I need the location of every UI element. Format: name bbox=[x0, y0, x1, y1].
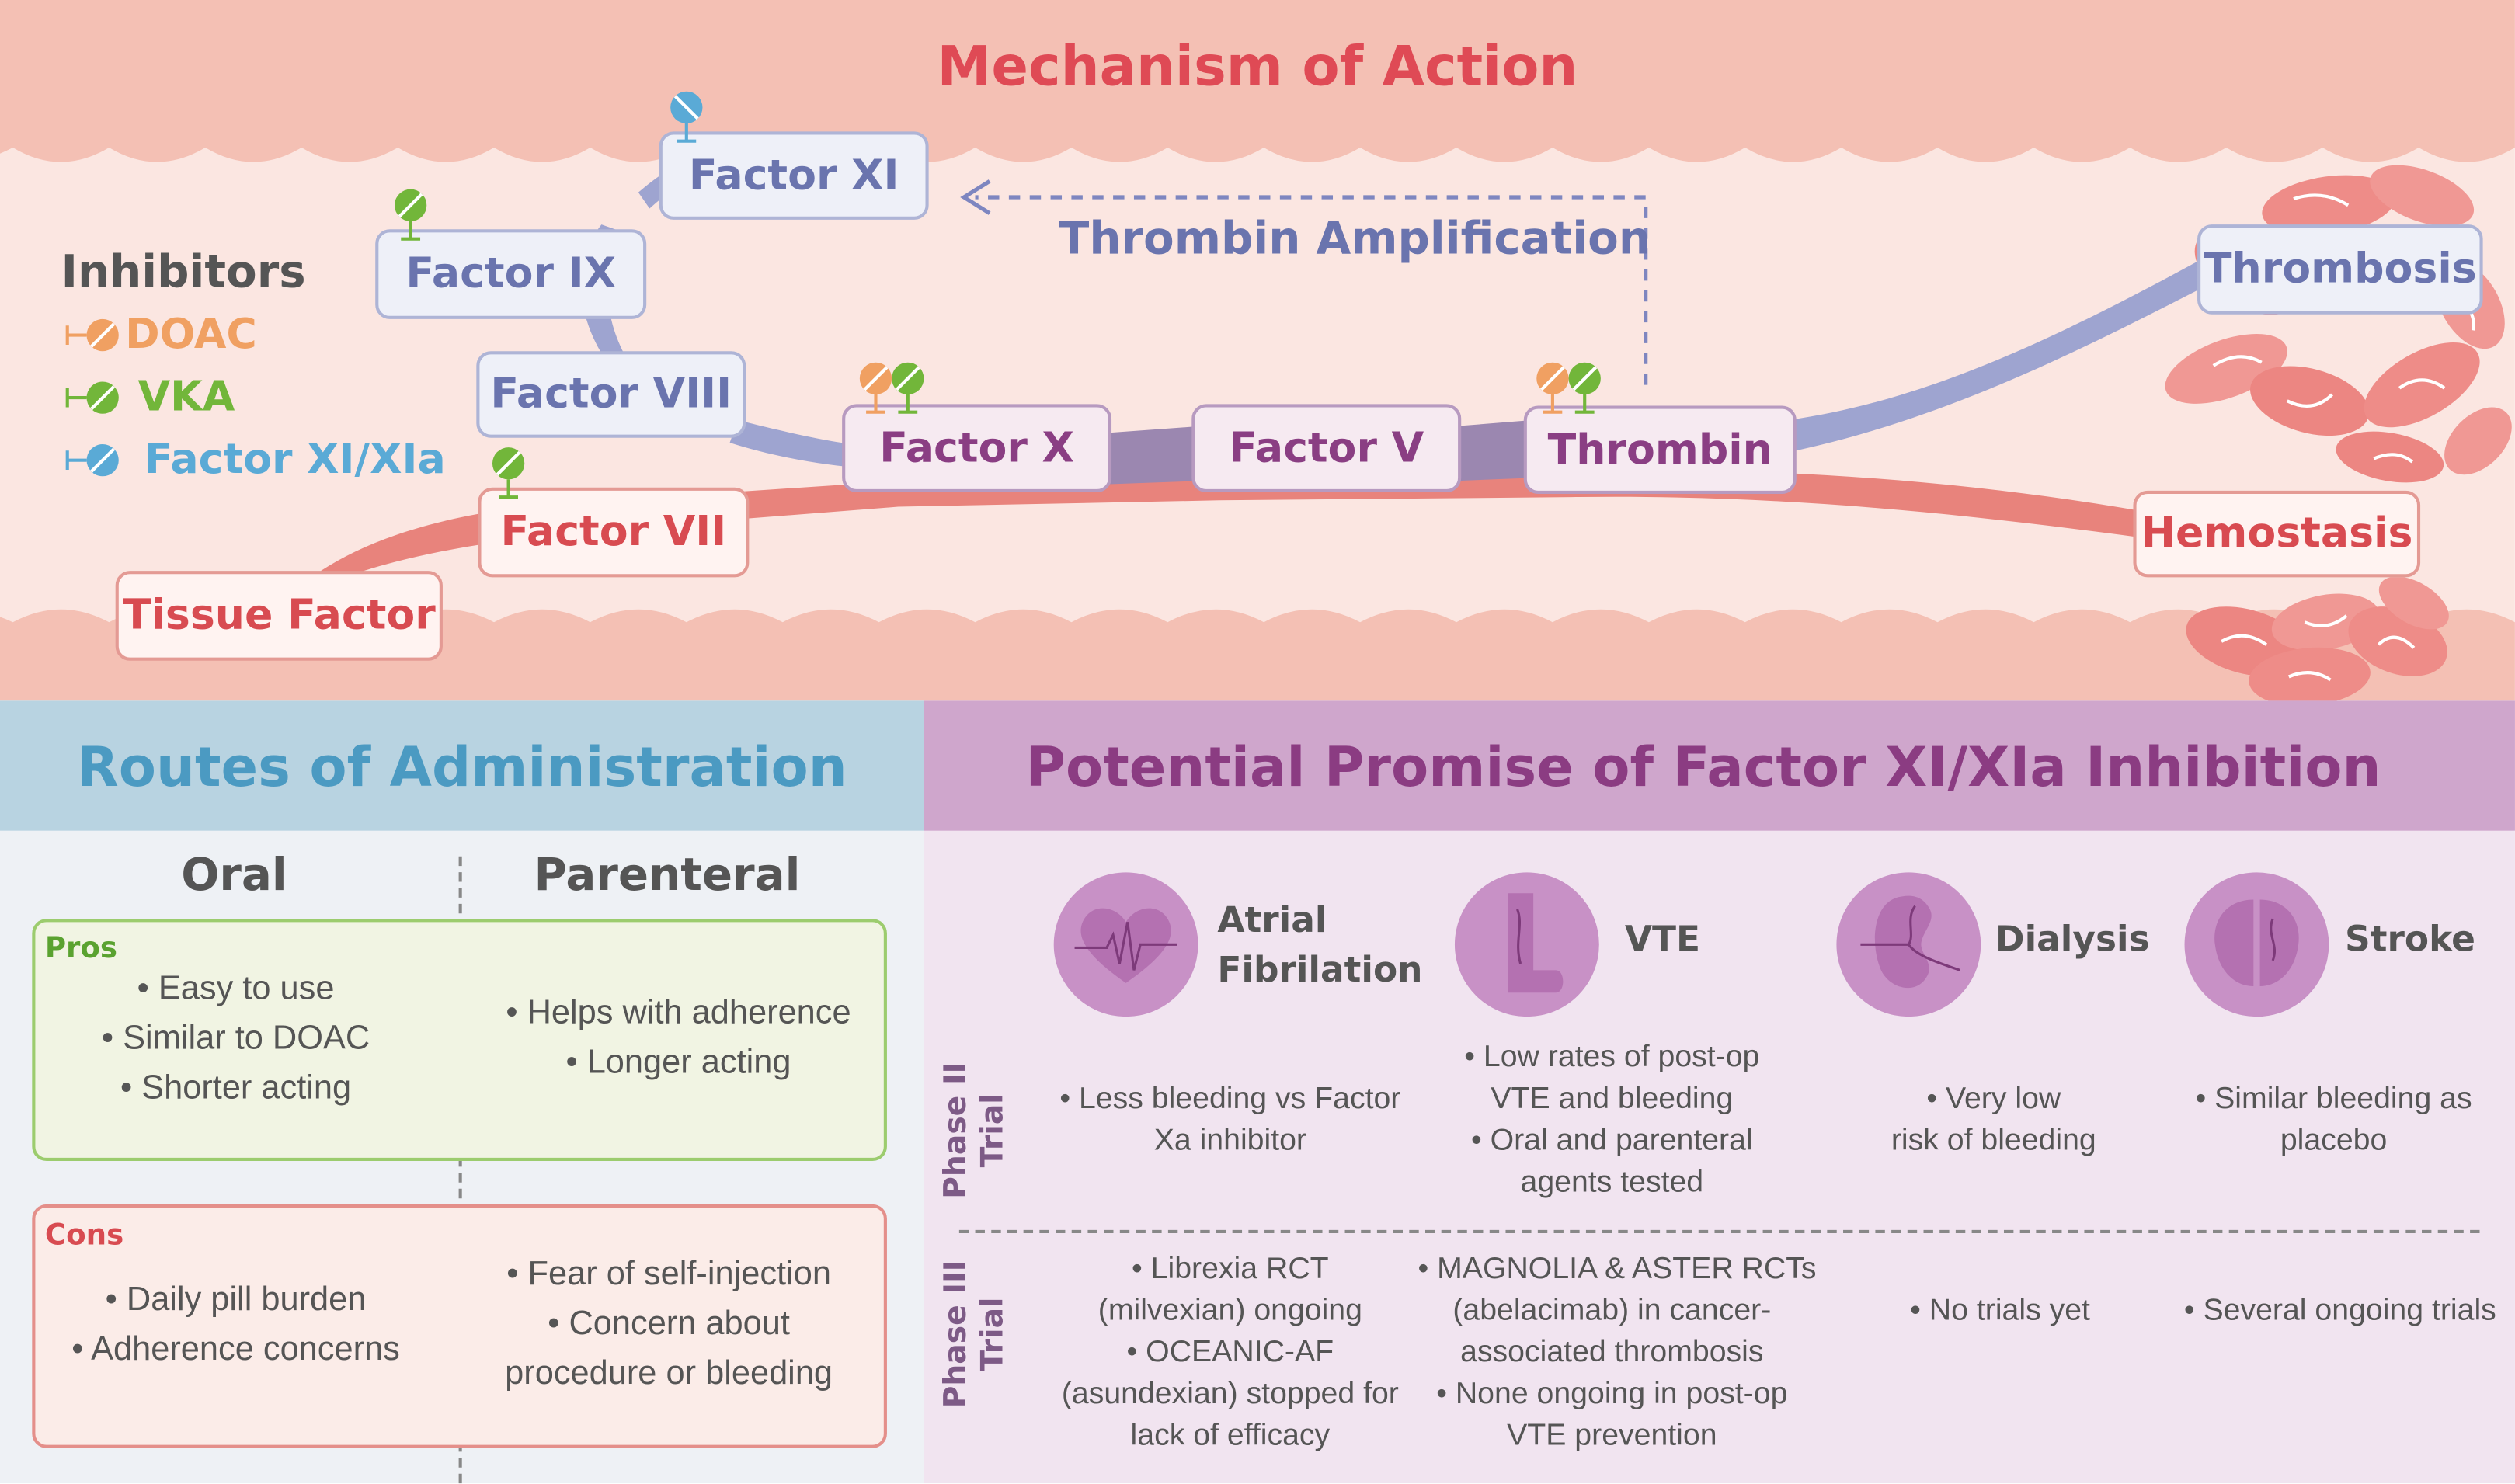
cons-oral-list: • Daily pill burden • Adherence concerns bbox=[35, 1275, 436, 1375]
factor-xi-inhibitor-marker bbox=[670, 91, 703, 143]
list-item: • Longer acting bbox=[565, 1044, 791, 1081]
doac-pill-icon bbox=[65, 318, 119, 352]
vka-pill-icon bbox=[65, 381, 119, 414]
factorxi-pill-icon bbox=[65, 444, 119, 477]
inhibitor-vka-label: VKA bbox=[137, 374, 235, 422]
factor-vii-box: Factor VII bbox=[478, 487, 750, 578]
promise-title: Potential Promise of Factor XI/XIa Inhib… bbox=[1025, 735, 2381, 801]
inhibitor-factorxi-row: Factor XI/XIa bbox=[64, 433, 446, 488]
phase-divider bbox=[958, 1229, 2480, 1233]
thrombin-inhibitor-markers bbox=[1536, 362, 1601, 414]
hemostasis-clot-image bbox=[2186, 577, 2449, 707]
list-item: • Shorter acting bbox=[120, 1069, 352, 1107]
pros-label: Pros bbox=[44, 931, 118, 966]
promise-section: Potential Promise of Factor XI/XIa Inhib… bbox=[924, 700, 2515, 1484]
routes-title: Routes of Administration bbox=[76, 735, 847, 801]
factor-viii-box: Factor VIII bbox=[476, 351, 746, 438]
inhibitor-vka-row: VKA bbox=[64, 370, 235, 425]
list-item: • Adherence concerns bbox=[71, 1330, 400, 1368]
routes-section: Routes of Administration Oral Parenteral… bbox=[0, 700, 924, 1484]
stroke-phase2-text: • Similar bleeding as placebo bbox=[2195, 1082, 2472, 1158]
parenteral-column-header: Parenteral bbox=[534, 848, 801, 902]
factor-v-box: Factor V bbox=[1191, 404, 1462, 492]
mechanism-section: Mechanism of Action Inhibitors DOA bbox=[0, 0, 2515, 707]
kidney-icon bbox=[1836, 872, 1981, 1017]
condition-vte-label: VTE bbox=[1624, 920, 1701, 961]
condition-dialysis-label: Dialysis bbox=[1995, 920, 2150, 961]
stroke-phase3-text: • Several ongoing trials bbox=[2183, 1294, 2496, 1328]
factor-x-inhibitor-markers bbox=[859, 362, 924, 414]
pros-box bbox=[32, 919, 887, 1162]
phase2-label: Phase II Trial bbox=[938, 1062, 1011, 1199]
factor-xi-box: Factor XI bbox=[659, 131, 929, 220]
thrombin-box: Thrombin bbox=[1523, 405, 1797, 495]
thrombin-amplification-label: Thrombin Amplification bbox=[1058, 211, 1651, 265]
brain-icon bbox=[2184, 872, 2329, 1017]
pros-oral-list: • Easy to use • Similar to DOAC • Shorte… bbox=[35, 964, 436, 1113]
cons-parenteral-list: • Fear of self-injection • Concern about… bbox=[462, 1249, 876, 1399]
inhibitor-doac-label: DOAC bbox=[125, 311, 257, 360]
list-item: • Helps with adherence bbox=[506, 994, 851, 1031]
cons-label: Cons bbox=[44, 1218, 124, 1253]
cons-box bbox=[32, 1204, 887, 1448]
afib-phase2-text: • Less bleeding vs Factor Xa inhibitor bbox=[1059, 1082, 1401, 1158]
inhibitors-title: Inhibitors bbox=[61, 245, 306, 299]
inhibitor-doac-row: DOAC bbox=[64, 308, 257, 362]
list-item: procedure or bleeding bbox=[505, 1354, 833, 1392]
vte-phase2-text: • Low rates of post-op VTE and bleeding … bbox=[1464, 1041, 1760, 1200]
list-item: • Similar to DOAC bbox=[101, 1020, 370, 1057]
thrombosis-clot-image bbox=[2165, 165, 2512, 483]
mechanism-title: Mechanism of Action bbox=[937, 35, 1578, 100]
routes-header bbox=[0, 700, 924, 831]
oral-column-header: Oral bbox=[181, 848, 287, 902]
factor-x-box: Factor X bbox=[842, 404, 1112, 492]
afib-phase3-text: • Librexia RCT (milvexian) ongoing • OCE… bbox=[1061, 1252, 1399, 1453]
list-item: • Easy to use bbox=[137, 970, 335, 1007]
leg-icon bbox=[1454, 872, 1599, 1017]
hemostasis-box: Hemostasis bbox=[2133, 490, 2421, 578]
pros-parenteral-list: • Helps with adherence • Longer acting bbox=[462, 988, 896, 1087]
tissue-factor-box: Tissue Factor bbox=[115, 571, 443, 661]
heart-ecg-icon bbox=[1053, 872, 1198, 1017]
phase3-label: Phase III Trial bbox=[938, 1260, 1011, 1409]
list-item: • Fear of self-injection bbox=[506, 1255, 831, 1293]
factor-ix-box: Factor IX bbox=[375, 229, 647, 319]
factor-vii-vka-marker bbox=[492, 447, 525, 499]
vte-phase3-text: • MAGNOLIA & ASTER RCTs (abelacimab) in … bbox=[1418, 1252, 1817, 1453]
dialysis-phase2-text: • Very low risk of bleeding bbox=[1891, 1082, 2096, 1158]
condition-afib-label: Atrial Fibrilation bbox=[1217, 901, 1423, 992]
list-item: • Concern about bbox=[548, 1305, 790, 1343]
thrombosis-box: Thrombosis bbox=[2197, 224, 2483, 315]
condition-stroke-label: Stroke bbox=[2345, 920, 2475, 961]
factor-ix-vka-marker bbox=[394, 189, 427, 241]
list-item: • Daily pill burden bbox=[105, 1281, 367, 1319]
column-divider bbox=[458, 856, 462, 1484]
promise-header bbox=[924, 700, 2515, 831]
inhibitor-factorxi-label: Factor XI/XIa bbox=[144, 436, 446, 485]
dialysis-phase3-text: • No trials yet bbox=[1910, 1294, 2090, 1328]
